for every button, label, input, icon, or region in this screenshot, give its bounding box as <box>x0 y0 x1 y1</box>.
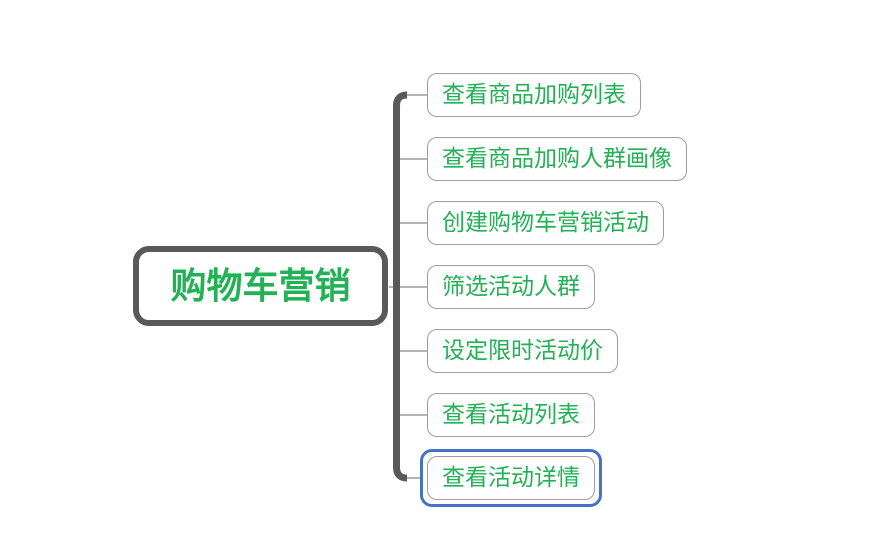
root-node[interactable]: 购物车营销 <box>133 246 388 326</box>
mindmap-node-4[interactable]: 筛选活动人群 <box>427 264 595 309</box>
trunk-line <box>393 91 408 482</box>
mindmap-node-7[interactable]: 查看活动详情 <box>420 448 602 507</box>
mindmap-node-1[interactable]: 查看商品加购列表 <box>427 72 641 117</box>
mindmap-node-3[interactable]: 创建购物车营销活动 <box>427 200 664 245</box>
mindmap-node-5[interactable]: 设定限时活动价 <box>427 328 618 373</box>
mindmap-node-6[interactable]: 查看活动列表 <box>427 392 595 437</box>
mindmap-node-2[interactable]: 查看商品加购人群画像 <box>427 136 687 181</box>
